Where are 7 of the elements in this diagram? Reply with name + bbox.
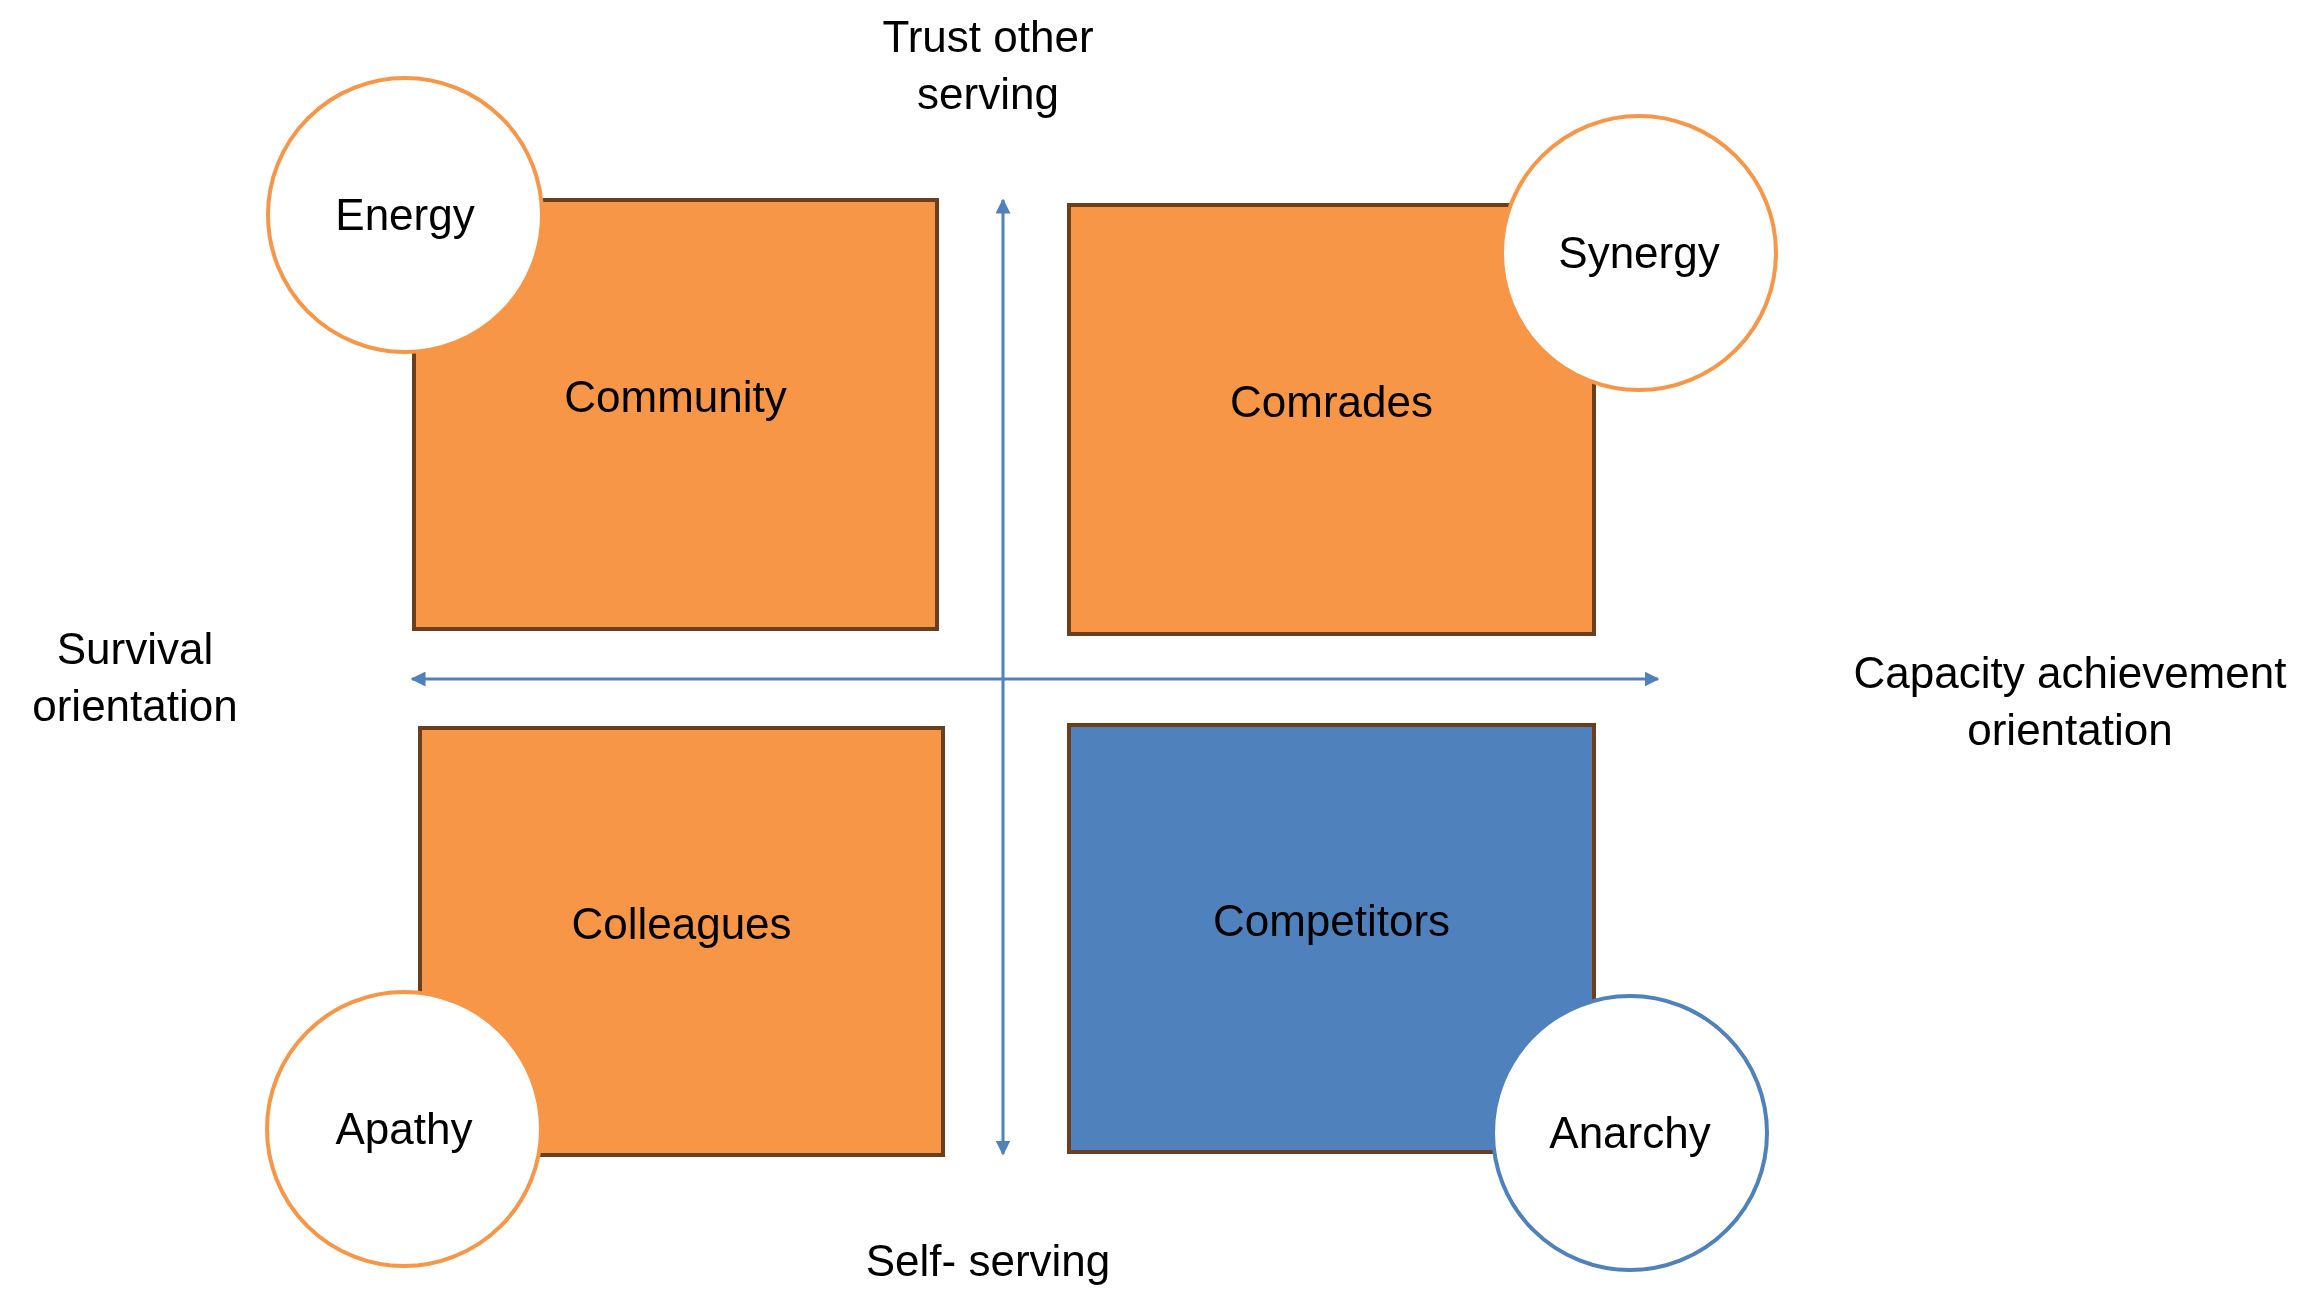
axis-label: Self- serving <box>864 1235 1112 1287</box>
axis-label: Trust other serving <box>881 11 1095 121</box>
circle-node: Energy <box>266 76 544 354</box>
circle-node: Anarchy <box>1491 994 1769 1272</box>
circle-node: Apathy <box>265 990 543 1268</box>
axis-label: Capacity achievement orientation <box>1852 647 2288 757</box>
axis-label: Survival orientation <box>31 623 239 733</box>
